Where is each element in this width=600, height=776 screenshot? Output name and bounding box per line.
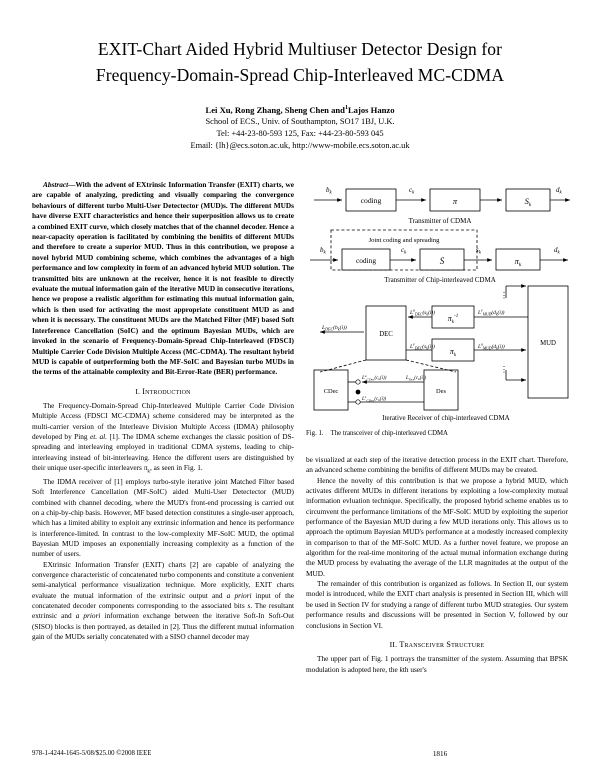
joint-coding-dashed-label: Joint coding and spreading	[369, 237, 441, 244]
chain1-interleaver-block-label: π	[453, 196, 458, 206]
section-1-title: Introduction	[142, 386, 191, 396]
section-heading-introduction: I. Introduction	[32, 387, 294, 397]
footer-copyright: 978-1-4244-1645-5/08/$25.00 ©2008 IEEE	[32, 750, 152, 757]
right-paragraph-2: Hence the novelty of this contribution i…	[306, 475, 568, 578]
right-paragraph-1: be visualized at each step of the iterat…	[306, 455, 568, 475]
intro-p3-d: information exchange between the iterati…	[32, 611, 294, 642]
chain2-spreader-block-label: S	[440, 256, 445, 266]
chain2-caption: Transmitter of Chip-interleaved CDMA	[384, 276, 496, 284]
sec2-p1-a: The upper part of Fig. 1 portrays the tr…	[306, 654, 568, 674]
intro-p1-a: The Frequency-Domain-Spread Chip-Interle…	[32, 401, 294, 442]
author-names: Lei Xu, Rong Zhang, Sheng Chen and1Lajos…	[58, 103, 542, 116]
intro-paragraph-1: The Frequency-Domain-Spread Chip-Interle…	[32, 401, 294, 477]
chain1-spreader-block-label: Sk	[525, 196, 532, 208]
chain1-input-label: bk	[326, 186, 333, 196]
affiliation-line: School of ECS., Univ. of Southampton, SO…	[205, 117, 395, 127]
intro-p1-c: , as seen in Fig. 1.	[150, 463, 203, 473]
chain2-mid2-label: sk	[476, 246, 482, 256]
figure-1-transceiver-diagram: ⋮ ⋮ bk coding ck π Sk dk Transmitter of …	[306, 174, 574, 422]
author-list: Lei Xu, Rong Zhang, Sheng Chen and	[205, 104, 345, 115]
figure-1-svg: ⋮ ⋮ bk coding ck π Sk dk Transmitter of …	[310, 186, 570, 422]
intro-paragraph-3: EXtrinsic Information Transfer (EXIT) ch…	[32, 560, 294, 643]
vertical-dots-top: ⋮	[500, 291, 508, 300]
intro-p1-b: [1]. The IDMA scheme exchanges the class…	[32, 432, 294, 473]
section-2-number: II.	[389, 639, 398, 649]
deinterleaver-block-label: πk-1	[448, 314, 458, 325]
chain2-input-label: bk	[320, 246, 327, 256]
des-block-label: Des	[436, 388, 446, 395]
left-column: Abstract—With the advent of EXtrinsic In…	[32, 180, 294, 642]
dec-extrinsic-llr-label: LeDEC(sk(i))	[409, 343, 435, 351]
cdec-block-label: CDec	[324, 388, 339, 395]
contact-line: Tel: +44-23-80-593 125, Fax: +44-23-80-5…	[216, 129, 384, 139]
intro-p3-b: input of the concatenated decoder compon…	[32, 590, 294, 611]
sec2-p1-b: th user's	[402, 664, 427, 674]
intro-p1-symbol-sub: k	[147, 468, 151, 475]
section-2-title: Transceiver Structure	[399, 639, 485, 649]
section-2-paragraph-1: The upper part of Fig. 1 portrays the tr…	[306, 654, 568, 675]
switch-node-open	[355, 379, 361, 385]
mud-block-label: MUD	[540, 340, 556, 347]
cdec-apriori-llr-label: LaCDec(ck(i))	[361, 374, 387, 382]
figure-caption-label: Fig. 1.	[306, 430, 324, 437]
intro-p3-a: EXtrinsic Information Transfer (EXIT) ch…	[32, 559, 294, 600]
page-title: EXIT-Chart Aided Hybrid Multiuser Detect…	[58, 36, 542, 88]
abstract-paragraph: Abstract—With the advent of EXtrinsic In…	[32, 180, 294, 378]
dec-block-label: DEC	[379, 331, 393, 338]
intro-p1-symbol: π	[143, 463, 148, 473]
author-block: Lei Xu, Rong Zhang, Sheng Chen and1Lajos…	[58, 103, 542, 151]
sec2-p1-italic: k	[399, 664, 403, 674]
chain2-mid-label: ck	[401, 246, 407, 256]
chain1-coding-block-label: coding	[361, 196, 382, 205]
intro-paragraph-2: The IDMA receiver of [1] employs turbo-s…	[32, 476, 294, 559]
receiver-caption: Iterative Receiver of chip-interleaved C…	[382, 414, 510, 422]
chain2-output-label: dk	[554, 246, 561, 256]
switch-node-open-2	[355, 399, 361, 405]
figure-1-caption: Fig. 1. The transceiver of chip-interleav…	[306, 430, 574, 437]
dec-output-llr-label: LDEC(bk(i))	[321, 324, 347, 331]
intro-p1-italic: et. al.	[89, 432, 108, 442]
switch-node-closed	[355, 389, 361, 395]
figure-caption-text: The transceiver of chip-interleaved CDMA	[330, 430, 448, 437]
chain1-mid-label: ck	[409, 186, 415, 196]
cdec-extrinsic-llr-label: LeCDec(ck(i))	[361, 395, 387, 403]
intro-p3-italic-2: s	[247, 601, 251, 611]
footer-page-number: 1816	[432, 750, 448, 758]
abstract-dash: —	[68, 180, 76, 189]
des-llr-label: LDes(ck(i))	[405, 376, 426, 381]
right-paragraph-3: The remainder of this contribution is or…	[306, 579, 568, 630]
author-affiliation-marker: 1	[344, 105, 348, 111]
intro-p3-italic-1: a priori	[226, 590, 252, 600]
intro-p3-c: . The resultant extrinsic and	[32, 601, 295, 621]
title-line-2: Frequency-Domain-Spread Chip-Interleaved…	[95, 65, 505, 85]
abstract-text: With the advent of EXtrinsic Information…	[32, 180, 294, 377]
section-heading-transceiver: II. Transceiver Structure	[306, 640, 568, 650]
intro-p3-italic-3: a priori	[75, 611, 101, 621]
mud-extrinsic-llr-label: LeMUD(dk(i))	[477, 309, 505, 317]
email-line: Email: {lh}@ecs.soton.ac.uk, http://www-…	[190, 140, 410, 150]
dec-apriori-llr-label: LaDEC(sk(i))	[409, 309, 435, 317]
chain1-output-label: dk	[556, 186, 563, 196]
chain2-interleaver-block-label: πk	[515, 256, 522, 268]
title-line-1: EXIT-Chart Aided Hybrid Multiuser Detect…	[97, 39, 503, 59]
mud-apriori-llr-label: LaMUD(dk(i))	[477, 343, 505, 351]
abstract-label: Abstract	[43, 180, 69, 189]
chain2-coding-block-label: coding	[356, 256, 376, 265]
interleaver-block-label: πk	[450, 347, 457, 358]
chain1-caption: Transmitter of CDMA	[409, 217, 472, 225]
right-column: be visualized at each step of the iterat…	[306, 455, 568, 675]
author-last: Lajos Hanzo	[347, 104, 395, 115]
vertical-dots-bottom: ⋮	[500, 365, 508, 374]
section-1-number: I.	[135, 386, 141, 396]
